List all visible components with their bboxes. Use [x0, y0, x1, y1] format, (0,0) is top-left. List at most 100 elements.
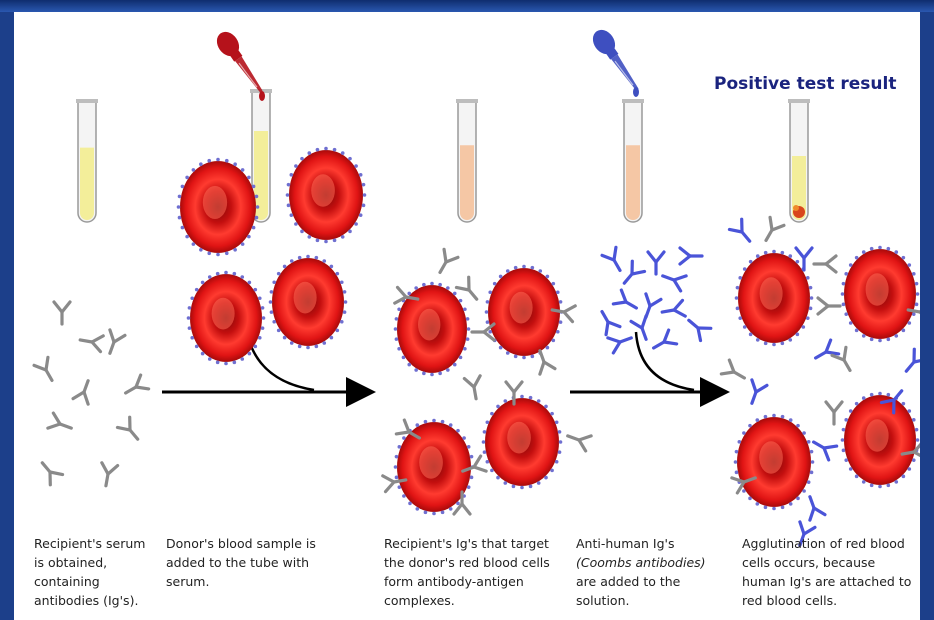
caption-step-2: Donor's blood sample is added to the tub…	[166, 534, 316, 591]
antibody	[684, 314, 711, 340]
surface-antigen	[255, 195, 259, 199]
rbc-highlight	[294, 282, 317, 314]
antibody-stem	[908, 310, 920, 312]
antibody-arm	[656, 252, 664, 262]
red-blood-cell	[485, 265, 564, 360]
surface-antigen	[878, 339, 882, 343]
antibody	[648, 252, 664, 274]
antibody	[818, 298, 840, 314]
antibody-arm	[919, 312, 920, 322]
surface-antigen	[449, 423, 453, 427]
surface-antigen	[462, 436, 466, 440]
antibody-stem	[816, 352, 826, 358]
surface-antigen	[415, 423, 419, 427]
surface-antigen	[552, 339, 556, 343]
surface-antigen	[887, 393, 891, 397]
surface-antigen	[324, 147, 328, 151]
antibody-stem	[614, 260, 620, 270]
surface-antigen	[483, 450, 487, 454]
surface-antigen	[315, 256, 319, 260]
surface-antigen	[559, 300, 563, 304]
surface-antigen	[902, 402, 906, 406]
surface-antigen	[466, 317, 470, 321]
surface-antigen	[261, 306, 265, 310]
antibody-stem	[474, 387, 476, 399]
antibody	[832, 347, 857, 374]
surface-antigen	[862, 396, 866, 400]
surface-antigen	[855, 475, 859, 479]
antibody-stem	[110, 342, 114, 353]
surface-antigen	[348, 230, 352, 234]
surface-antigen	[414, 368, 418, 372]
antibody-arm	[462, 504, 470, 514]
surface-antigen	[559, 440, 563, 444]
surface-antigen	[340, 280, 344, 284]
surface-antigen	[453, 363, 457, 367]
surface-antigen	[887, 247, 891, 251]
surface-antigen	[262, 316, 266, 320]
surface-antigen	[290, 213, 294, 217]
antibody-stem	[902, 452, 914, 454]
surface-antigen	[503, 481, 507, 485]
surface-antigen	[453, 292, 457, 296]
antibody-stem	[810, 497, 814, 508]
surface-antigen	[424, 420, 428, 424]
antibody-stem	[60, 424, 71, 428]
surface-antigen	[407, 363, 411, 367]
surface-antigen	[283, 336, 287, 340]
surface-antigen	[307, 151, 311, 155]
surface-antigen	[258, 296, 262, 300]
antibody-arm	[114, 333, 125, 345]
dropper-tip	[235, 56, 264, 93]
surface-antigen	[224, 362, 228, 366]
surface-antigen	[764, 415, 768, 419]
antibody	[122, 375, 149, 400]
surface-antigen	[241, 242, 245, 246]
surface-antigen	[809, 307, 813, 311]
surface-antigen	[529, 396, 533, 400]
surface-antigen	[514, 355, 518, 359]
antibody-arm	[446, 253, 458, 266]
antibody-stem	[540, 351, 544, 362]
surface-antigen	[738, 276, 742, 280]
surface-antigen	[201, 281, 205, 285]
surface-antigen	[432, 419, 436, 423]
surface-antigen	[201, 352, 205, 356]
surface-antigen	[272, 280, 276, 284]
surface-antigen	[354, 164, 358, 168]
antibody	[608, 330, 634, 353]
surface-antigen	[870, 338, 874, 342]
antibody-arm	[602, 251, 614, 264]
surface-antigen	[844, 272, 848, 276]
surface-antigen	[558, 450, 562, 454]
surface-antigen	[207, 159, 211, 163]
antibody	[36, 458, 62, 485]
surface-antigen	[248, 281, 252, 285]
surface-antigen	[520, 395, 524, 399]
antibody-arm	[396, 287, 407, 297]
surface-antigen	[742, 489, 746, 493]
surface-antigen	[781, 415, 785, 419]
surface-antigen	[177, 205, 181, 209]
surface-antigen	[558, 430, 562, 434]
tube-complexes	[456, 99, 478, 222]
antibody-stem	[734, 372, 744, 378]
surface-antigen	[225, 252, 229, 256]
surface-antigen	[322, 341, 326, 345]
tube-liquid	[80, 148, 94, 220]
caption-line: Anti-human Ig's	[576, 534, 706, 553]
surface-antigen	[269, 300, 273, 304]
tube-rim	[76, 99, 98, 103]
antibody	[650, 330, 677, 355]
rbc-highlight	[507, 422, 531, 454]
antibody-arm	[834, 402, 842, 412]
surface-antigen	[195, 345, 199, 349]
surface-antigen	[402, 436, 406, 440]
surface-antigen	[395, 337, 399, 341]
surface-antigen	[862, 250, 866, 254]
antibody	[464, 376, 484, 400]
antibody-stem	[84, 381, 88, 392]
antibody-arm	[108, 464, 118, 475]
surface-antigen	[544, 405, 548, 409]
dropper-highlight	[615, 61, 633, 86]
